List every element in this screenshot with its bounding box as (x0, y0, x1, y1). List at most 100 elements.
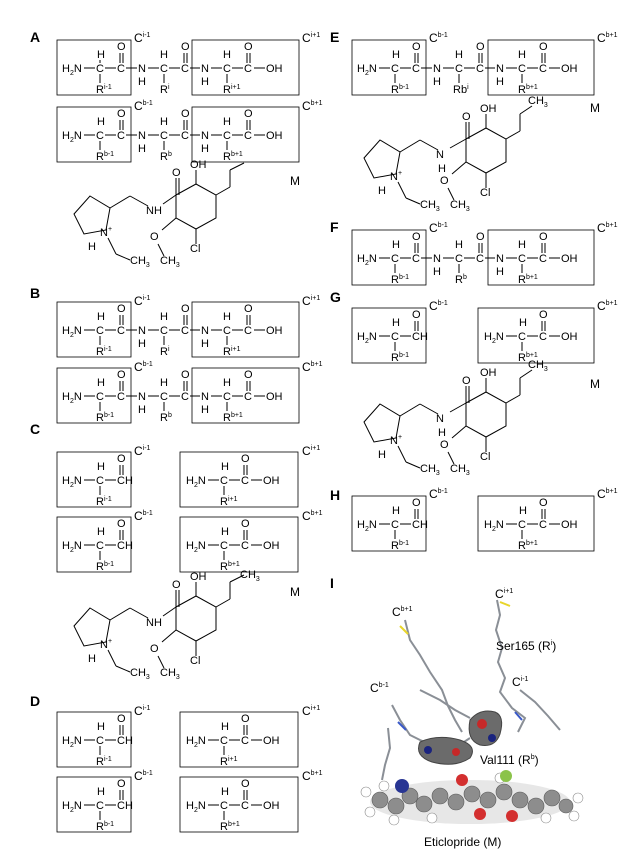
svg-text:OH: OH (263, 735, 280, 747)
svg-text:OH: OH (190, 159, 207, 171)
svg-text:N: N (433, 63, 441, 75)
svg-text:Cb-1: Cb-1 (429, 31, 448, 45)
svg-text:O: O (117, 518, 126, 530)
svg-text:OH: OH (263, 475, 280, 487)
svg-text:N: N (436, 413, 444, 425)
panel-a-label: A (30, 29, 40, 45)
peptide-b1: H2N CH Ri-1 C O NH CH Ri C O NH CH Ri+1 … (62, 303, 283, 358)
svg-text:H: H (223, 116, 231, 128)
svg-text:O: O (476, 41, 485, 53)
svg-text:C: C (96, 325, 104, 337)
svg-text:H: H (221, 786, 229, 798)
svg-text:C: C (518, 63, 526, 75)
svg-text:Ci+1: Ci+1 (302, 444, 320, 458)
svg-text:C: C (96, 391, 104, 403)
svg-text:C: C (455, 253, 463, 265)
panel-i-label: I (330, 575, 334, 591)
svg-text:N: N (201, 130, 209, 142)
svg-text:O: O (412, 231, 421, 243)
svg-text:O: O (181, 108, 190, 120)
svg-text:N: N (138, 63, 146, 75)
svg-text:H: H (97, 721, 105, 733)
svg-text:Rb+1: Rb+1 (223, 151, 243, 163)
svg-text:C: C (539, 331, 547, 343)
svg-text:Rb+1: Rb+1 (518, 274, 538, 286)
svg-text:H: H (97, 786, 105, 798)
panel-a: H2N C H Ri-1 C O NH C H Ri C O NH C H Ri… (56, 31, 323, 269)
label-c-m: M (290, 585, 300, 599)
label-a-cb-1: Cb-1 (134, 99, 153, 113)
svg-text:O: O (244, 41, 253, 53)
svg-text:H: H (438, 163, 446, 175)
svg-text:H: H (88, 241, 96, 253)
svg-text:H2N: H2N (62, 391, 82, 405)
svg-text:H: H (433, 76, 441, 88)
svg-text:H2N: H2N (186, 800, 206, 814)
svg-text:H: H (97, 311, 105, 323)
svg-text:C: C (244, 63, 252, 75)
svg-text:H: H (438, 427, 446, 439)
svg-text:C: C (160, 325, 168, 337)
svg-text:C: C (220, 475, 228, 487)
svg-text:C: C (181, 130, 189, 142)
svg-text:H2N: H2N (357, 519, 377, 533)
svg-text:Cl: Cl (480, 451, 490, 463)
svg-text:N+: N+ (100, 226, 112, 239)
svg-text:Ri+1: Ri+1 (220, 756, 238, 768)
svg-text:C: C (241, 540, 249, 552)
svg-text:O: O (150, 643, 159, 655)
svg-text:O: O (244, 369, 253, 381)
svg-text:C: C (244, 130, 252, 142)
svg-text:N+: N+ (390, 170, 402, 183)
svg-text:H: H (392, 49, 400, 61)
svg-text:H2N: H2N (186, 540, 206, 554)
svg-text:OH: OH (263, 800, 280, 812)
svg-text:H: H (160, 311, 168, 323)
svg-text:Ri+1: Ri+1 (220, 496, 238, 508)
panel-b: H2N CH Ri-1 C O NH CH Ri C O NH CH Ri+1 … (56, 294, 323, 424)
svg-text:C: C (518, 253, 526, 265)
svg-text:CH3: CH3 (160, 667, 180, 681)
svg-text:Ci-1: Ci-1 (134, 704, 151, 718)
svg-text:OH: OH (266, 130, 283, 142)
svg-text:Ri-1: Ri-1 (96, 756, 112, 768)
svg-text:CH: CH (117, 475, 133, 487)
svg-text:C: C (117, 63, 125, 75)
svg-text:H: H (201, 338, 209, 350)
svg-text:Cl: Cl (480, 187, 490, 199)
label-i-ci-1: Ci-1 (512, 675, 529, 689)
svg-text:H2N: H2N (62, 475, 82, 489)
svg-text:CH: CH (117, 800, 133, 812)
svg-text:O: O (241, 778, 250, 790)
svg-text:Rbi: Rbi (453, 84, 469, 96)
svg-text:CH: CH (412, 519, 428, 531)
svg-text:CH3: CH3 (130, 255, 150, 269)
svg-text:H: H (496, 266, 504, 278)
svg-text:Cb-1: Cb-1 (429, 221, 448, 235)
eticlopride-ballstick (360, 770, 584, 826)
svg-text:H: H (97, 116, 105, 128)
svg-text:C: C (518, 331, 526, 343)
svg-text:Cb-1: Cb-1 (134, 769, 153, 783)
svg-text:O: O (117, 453, 126, 465)
svg-text:N: N (436, 149, 444, 161)
svg-text:H: H (160, 116, 168, 128)
svg-text:H: H (223, 311, 231, 323)
svg-text:Ri-1: Ri-1 (96, 346, 112, 358)
svg-text:O: O (440, 175, 449, 187)
svg-text:C: C (117, 130, 125, 142)
panel-h: H2N CH Rb-1 CH O H2N CH Rb+1 C O OH Cb-1… (351, 487, 618, 552)
label-g-m: M (590, 377, 600, 391)
svg-text:H: H (223, 49, 231, 61)
svg-text:Cb+1: Cb+1 (302, 509, 323, 523)
svg-text:N: N (138, 391, 146, 403)
svg-text:C: C (391, 519, 399, 531)
svg-text:H: H (519, 505, 527, 517)
panel-g: H2N CH Rb-1 CH O H2N CH Rb+1 C O OH Cb-1… (351, 299, 618, 477)
svg-text:H: H (97, 461, 105, 473)
svg-text:C: C (412, 63, 420, 75)
eticlopride-a: NH O OH Cl O CH3 N+ H CH3 (73, 159, 245, 269)
svg-text:O: O (117, 713, 126, 725)
svg-text:H: H (97, 377, 105, 389)
